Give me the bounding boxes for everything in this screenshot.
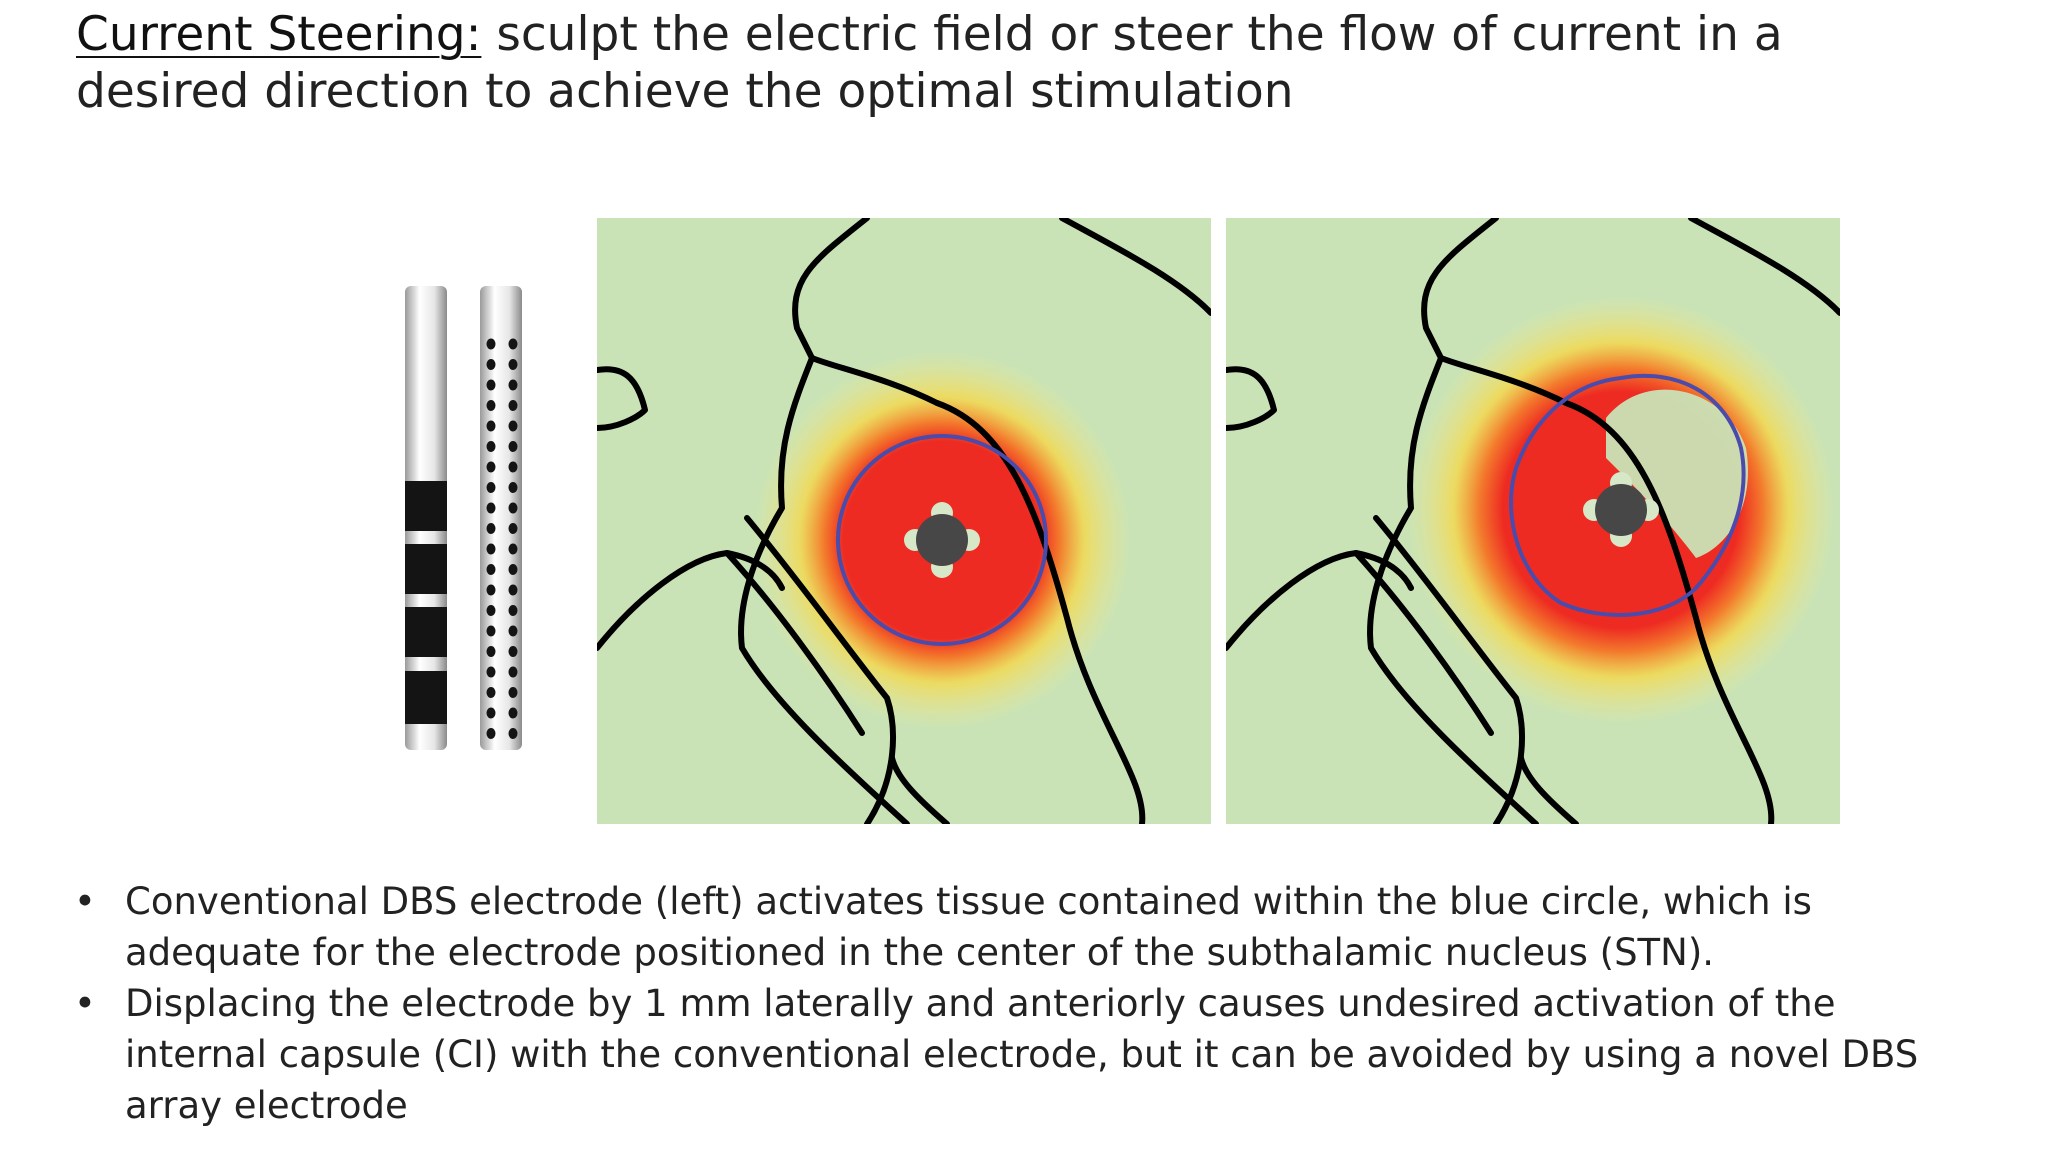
field-panel-conventional [597,218,1211,824]
array-contact [508,564,518,575]
bullet-item: • Displacing the electrode by 1 mm latera… [70,978,1970,1131]
array-contact [508,646,518,657]
activation-boundary-circle [836,434,1048,646]
array-contact [486,461,496,473]
electrode-cross-section [1583,472,1659,547]
array-contact [508,338,518,350]
array-contact [486,605,496,616]
bullet-marker: • [74,982,96,1025]
title-lead: Current Steering: [76,7,482,62]
array-contact [508,400,518,411]
array-contact [486,523,496,534]
array-contact [486,420,496,432]
anatomy-outlines [1226,218,1840,824]
array-contact [486,379,496,391]
bullet-list: • Conventional DBS electrode (left) activ… [70,876,1970,1131]
electrode-illustrations [405,286,522,750]
array-contact [486,543,496,555]
array-contact [486,687,496,698]
bullet-text: Conventional DBS electrode (left) activa… [125,880,1812,974]
figure [400,218,1852,828]
array-contact [486,359,496,370]
array-contact [508,625,518,637]
spared-region [1606,389,1748,558]
array-contact [486,564,496,575]
array-contact [508,707,518,719]
array-contact [508,666,518,678]
array-contact [486,482,496,493]
array-contact [508,523,518,534]
array-contact [508,441,518,452]
electrode-cross-section [904,502,980,578]
conventional-electrode [405,286,447,750]
array-electrode [480,286,522,750]
slide-title: Current Steering: sculpt the electric fi… [76,6,1936,120]
array-contact [508,379,518,391]
array-contact [508,461,518,473]
title-rest: sculpt the electric field or steer the f… [76,7,1783,119]
activation-boundary-circle [1509,373,1746,617]
array-contact [508,543,518,555]
array-contact [508,728,518,739]
anatomy-outlines [597,218,1211,824]
array-contact [508,482,518,493]
bullet-marker: • [74,880,96,923]
array-contact [508,605,518,616]
array-contact [508,359,518,370]
array-contact [508,687,518,698]
bullet-item: • Conventional DBS electrode (left) activ… [70,876,1970,978]
field-panel-array [1226,218,1840,824]
array-contact [508,502,518,514]
array-contact [486,338,496,350]
array-contact [486,666,496,678]
array-contact [508,420,518,432]
bullet-text: Displacing the electrode by 1 mm lateral… [125,982,1919,1127]
array-contact [486,441,496,452]
array-contact [486,584,496,596]
array-contact [486,502,496,514]
array-contact [486,646,496,657]
array-contact [486,625,496,637]
array-contact [508,584,518,596]
array-contact [486,728,496,739]
array-contact [486,400,496,411]
array-contact [486,707,496,719]
